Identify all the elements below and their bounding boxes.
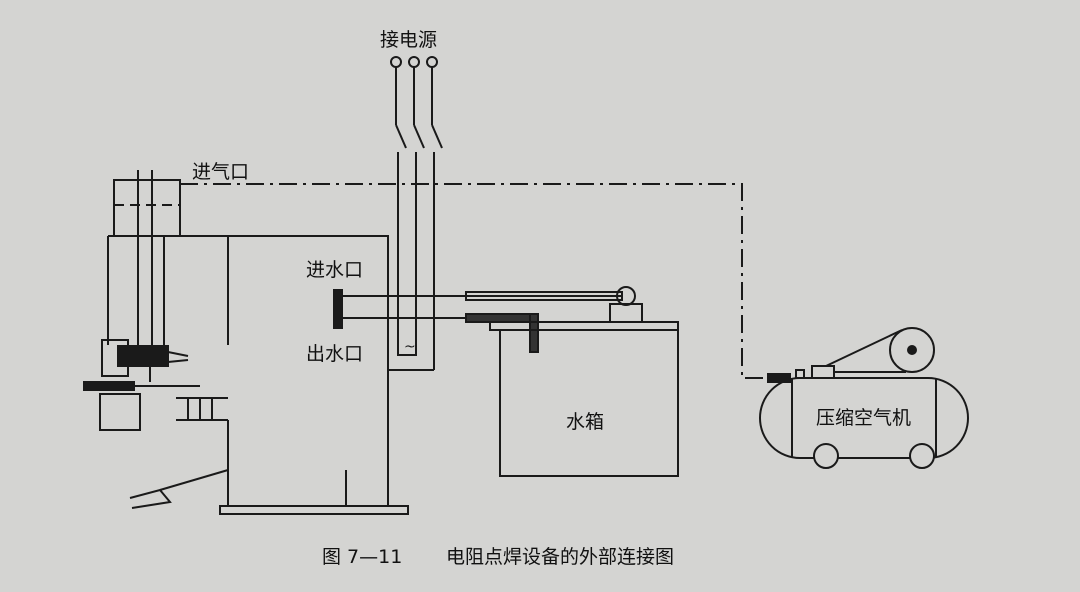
water-pipes [333,289,623,353]
foot-pedal [129,488,172,509]
compressor-label: 压缩空气机 [816,407,911,429]
compressed-air-line [180,183,768,379]
pump-wheel [616,286,636,306]
water-tank-label: 水箱 [566,411,604,433]
power-label: 接电源 [380,29,437,51]
compressor-motor [811,365,835,379]
water-outlet-label: 出水口 [306,343,363,365]
water-tank [489,286,679,477]
water-inlet-label: 进水口 [306,259,363,281]
water-connector [333,289,343,329]
inlet-pipe [465,291,623,301]
compressor-outlet [767,373,791,383]
power-terminal-2 [408,56,420,68]
figure-number: 图 7—11 [322,546,402,568]
power-terminal-3 [426,56,438,68]
machine-base [219,505,409,515]
compressor-flywheel [889,327,935,373]
svg-text:~: ~ [404,339,416,355]
air-compressor [759,327,969,469]
compressor-wheel-right [909,443,935,469]
lower-electrode [83,381,135,391]
air-inlet-label: 进气口 [192,161,249,183]
power-supply-lines: ~ [388,56,443,371]
water-pump [609,303,643,323]
compressor-wheel-left [813,443,839,469]
outlet-pipe [529,313,539,353]
air-cylinder [113,179,181,237]
power-terminal-1 [390,56,402,68]
figure-title: 电阻点焊设备的外部连接图 [446,546,674,568]
spot-welding-machine [83,170,409,515]
upper-electrode [117,345,169,367]
